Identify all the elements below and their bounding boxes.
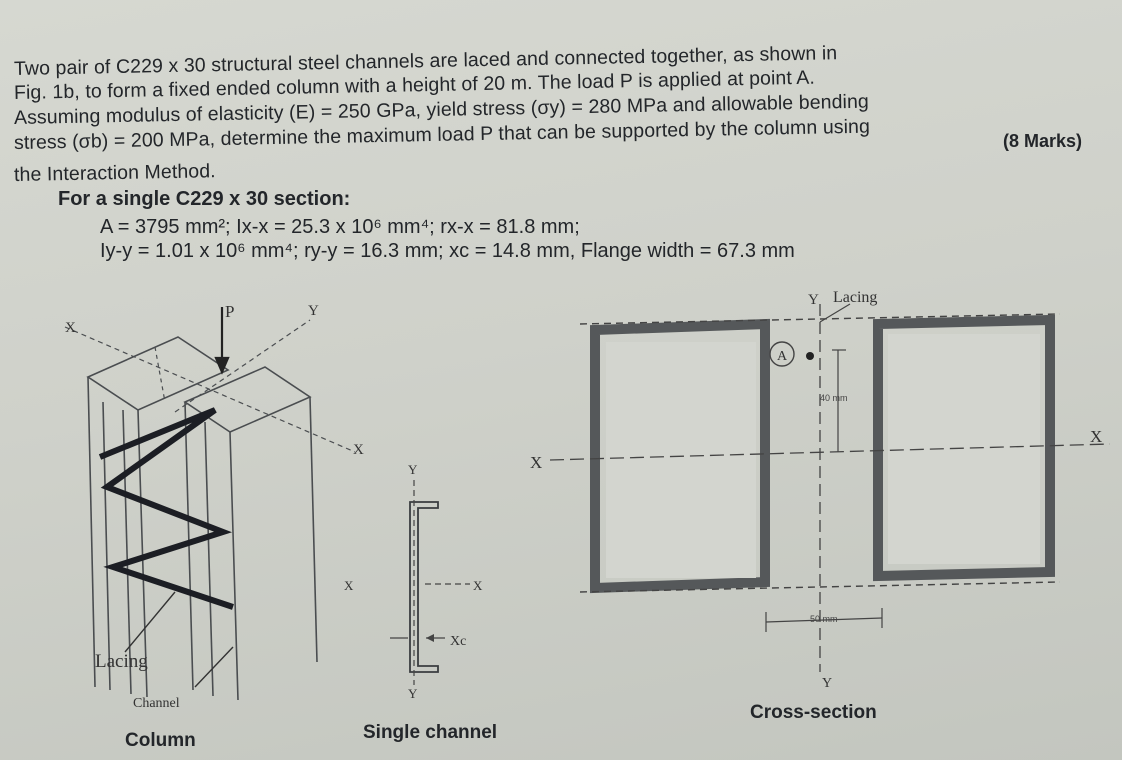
single-channel-label-y-top: Y: [408, 462, 418, 477]
single-channel-caption: Single channel: [363, 722, 498, 743]
single-channel-label-xc: Xc: [450, 634, 466, 649]
cross-section-label-x-right: X: [1090, 427, 1102, 446]
cross-section-label-y-top: Y: [808, 292, 819, 308]
cross-section-left-channel: [590, 318, 770, 594]
column-label-x-right: X: [353, 442, 364, 458]
column-label-channel: Channel: [133, 696, 180, 711]
single-channel-label-x-left: X: [344, 578, 354, 593]
section-props-line-2: Iy-y = 1.01 x 10⁶ mm⁴; ry-y = 16.3 mm; x…: [100, 240, 795, 262]
cross-section-dim-40: 40 mm: [820, 393, 848, 403]
cross-section-label-y-bottom: Y: [822, 676, 832, 691]
cross-section-label-lacing: Lacing: [833, 289, 877, 306]
column-figure: P Y X X Lacing Channel: [64, 302, 364, 711]
column-label-x-left: X: [65, 320, 76, 336]
single-channel-label-y-bottom: Y: [408, 686, 418, 700]
column-caption: Column: [125, 730, 196, 751]
marks-label: (8 Marks): [1002, 131, 1082, 151]
problem-line-5: the Interaction Method.: [13, 160, 216, 186]
cross-section-dim-50: 50 mm: [810, 614, 838, 624]
cross-section-caption: Cross-section: [750, 702, 877, 723]
column-label-y: Y: [308, 303, 319, 319]
cross-section-right-channel: [873, 314, 1055, 582]
cross-section-figure: Y Lacing A 40 mm X X 50 mm Y: [530, 289, 1111, 691]
single-channel-label-x-right: X: [473, 578, 483, 593]
column-label-p: P: [225, 302, 234, 321]
section-title: For a single C229 x 30 section:: [58, 188, 351, 210]
cross-section-label-a: A: [777, 349, 788, 364]
column-label-lacing: Lacing: [95, 651, 148, 672]
cross-section-label-x-left: X: [530, 453, 542, 472]
section-props-line-1: A = 3795 mm²; Ix-x = 25.3 x 10⁶ mm⁴; rx-…: [100, 216, 580, 238]
single-channel-figure: Y Y X X Xc: [344, 462, 483, 700]
